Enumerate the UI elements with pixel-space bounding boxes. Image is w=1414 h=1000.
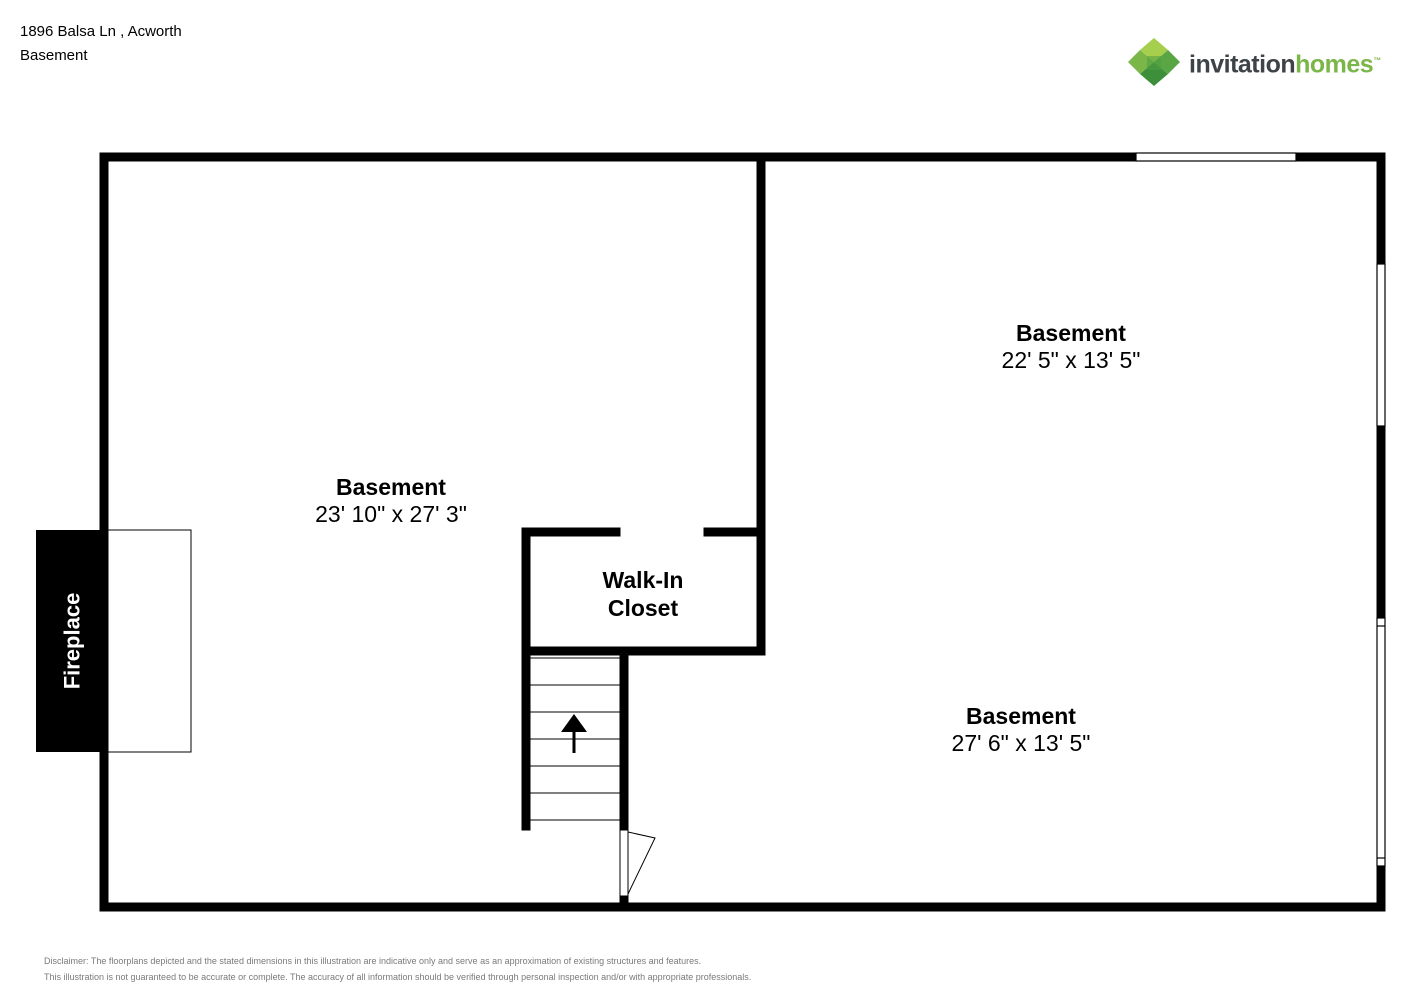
window-right-upper	[1376, 263, 1386, 427]
fireplace	[36, 529, 192, 753]
stairs	[530, 657, 620, 821]
disclaimer-line-1: Disclaimer: The floorplans depicted and …	[44, 956, 702, 966]
room-dimensions: 22' 5" x 13' 5"	[1001, 347, 1141, 373]
invitation-homes-logo: invitationhomes™	[1128, 36, 1388, 90]
room-name-line-1: Walk-In	[602, 567, 684, 593]
room-dimensions: 23' 10" x 27' 3"	[315, 501, 467, 527]
room-label-basement-upper-right: Basement 22' 5" x 13' 5"	[971, 320, 1171, 374]
door-swing-icon	[619, 829, 656, 897]
room-label-basement-lower-right: Basement 27' 6" x 13' 5"	[921, 703, 1121, 757]
outer-walls	[99, 152, 1386, 912]
room-name: Basement	[1016, 320, 1126, 346]
window-right-lower	[1376, 617, 1386, 867]
floor-level-label: Basement	[20, 47, 88, 64]
fireplace-label: Fireplace	[36, 530, 108, 752]
disclaimer-line-2: This illustration is not guaranteed to b…	[44, 972, 752, 982]
fireplace-text: Fireplace	[59, 592, 85, 690]
window-top	[1135, 152, 1297, 162]
logo-word-homes: homes	[1295, 50, 1374, 79]
room-name-line-2: Closet	[607, 595, 679, 621]
logo-mark-icon	[1128, 38, 1180, 86]
windows	[1135, 152, 1386, 867]
room-name: Basement	[336, 474, 446, 500]
logo-wordmark: invitationhomes™	[1189, 46, 1381, 79]
logo-word-invitation: invitation	[1189, 50, 1296, 79]
room-name: Basement	[966, 703, 1076, 729]
interior-walls	[521, 152, 766, 912]
room-label-walk-in-closet: Walk-In Closet	[563, 566, 723, 622]
logo-trademark: ™	[1373, 56, 1381, 65]
property-address: 1896 Balsa Ln , Acworth	[20, 23, 182, 40]
stairs-up-arrow-icon	[561, 714, 587, 753]
room-label-basement-left: Basement 23' 10" x 27' 3"	[291, 474, 491, 528]
room-dimensions: 27' 6" x 13' 5"	[951, 730, 1091, 756]
